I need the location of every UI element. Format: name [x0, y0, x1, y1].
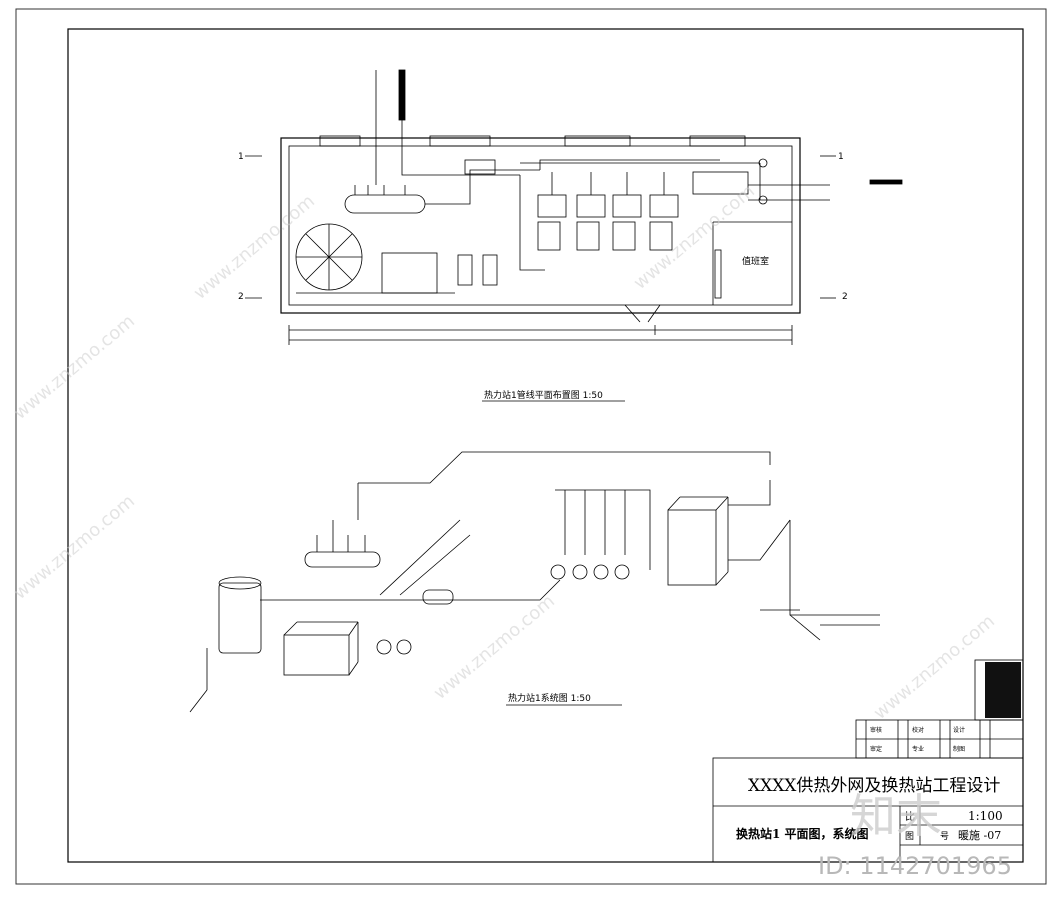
system-pump [376, 639, 392, 655]
plan-inner-wall [288, 145, 793, 306]
window [564, 135, 631, 147]
room-label: 值班室 [742, 255, 769, 267]
number-label-b: 号 [940, 831, 949, 842]
watermark-text: www.znzmo.com [630, 181, 759, 294]
watermark-text: www.znzmo.com [190, 191, 319, 304]
system-pump [550, 564, 566, 580]
window [319, 135, 361, 147]
plan-heat-exchanger [692, 171, 749, 195]
watermark-text: www.znzmo.com [10, 491, 139, 604]
number-label-a: 图 [905, 831, 914, 842]
pipe-label-block [398, 69, 406, 121]
plan-pump [482, 254, 498, 286]
watermark-logo: 知末 [850, 789, 942, 843]
sheet-outer-border [15, 8, 1047, 885]
plan-view [280, 69, 903, 345]
window [429, 135, 491, 147]
system-view [189, 451, 880, 713]
sign-label: 制图 [953, 745, 965, 753]
title-block [712, 659, 1024, 863]
system-filter [422, 589, 454, 605]
title-main [712, 757, 1024, 863]
sign-label: 审定 [870, 745, 882, 753]
door-swing [714, 249, 722, 299]
plan-softener [381, 252, 438, 294]
plan-title: 热力站1管线平面布置图 1:50 [484, 389, 603, 401]
drawing-number: 暖施 -07 [958, 829, 1001, 842]
system-heat-exchanger [667, 509, 717, 586]
system-distributor [304, 551, 381, 568]
plan-pump [457, 254, 473, 286]
pipe-label-block [869, 179, 903, 185]
section-mark-2-left: 2 [238, 292, 244, 302]
sign-label: 审核 [870, 726, 882, 734]
system-title: 热力站1系统图 1:50 [508, 692, 591, 704]
window [689, 135, 746, 147]
plan-pump-group [537, 172, 679, 251]
watermark-text: www.znzmo.com [10, 311, 139, 424]
system-pump [396, 639, 412, 655]
section-mark-2-right: 2 [842, 292, 848, 302]
system-water-tank [218, 582, 262, 654]
system-softener [283, 634, 350, 676]
watermark-text: www.znzmo.com [870, 611, 999, 724]
section-marks [245, 155, 836, 299]
section-mark-1-left: 1 [238, 152, 244, 162]
watermark-text: www.znzmo.com [430, 591, 559, 704]
system-pump [593, 564, 609, 580]
sheet-inner-border [67, 28, 1024, 863]
sign-label: 校对 [912, 726, 924, 734]
section-mark-1-right: 1 [838, 152, 844, 162]
plan-distributor [344, 194, 426, 214]
sign-label: 专业 [912, 745, 924, 753]
scale-label: 比 [905, 811, 915, 823]
plan-filter [464, 159, 496, 175]
sheet-name: 换热站1 平面图，系统图 [736, 826, 869, 841]
scale-value: 1:100 [968, 809, 1003, 823]
sign-label: 设计 [953, 726, 965, 734]
system-pump [572, 564, 588, 580]
project-title: XXXX供热外网及换热站工程设计 [748, 776, 1000, 796]
system-pump [614, 564, 630, 580]
plan-outer-wall [280, 137, 801, 314]
image-id-text: ID: 1142701965 [818, 852, 1012, 880]
